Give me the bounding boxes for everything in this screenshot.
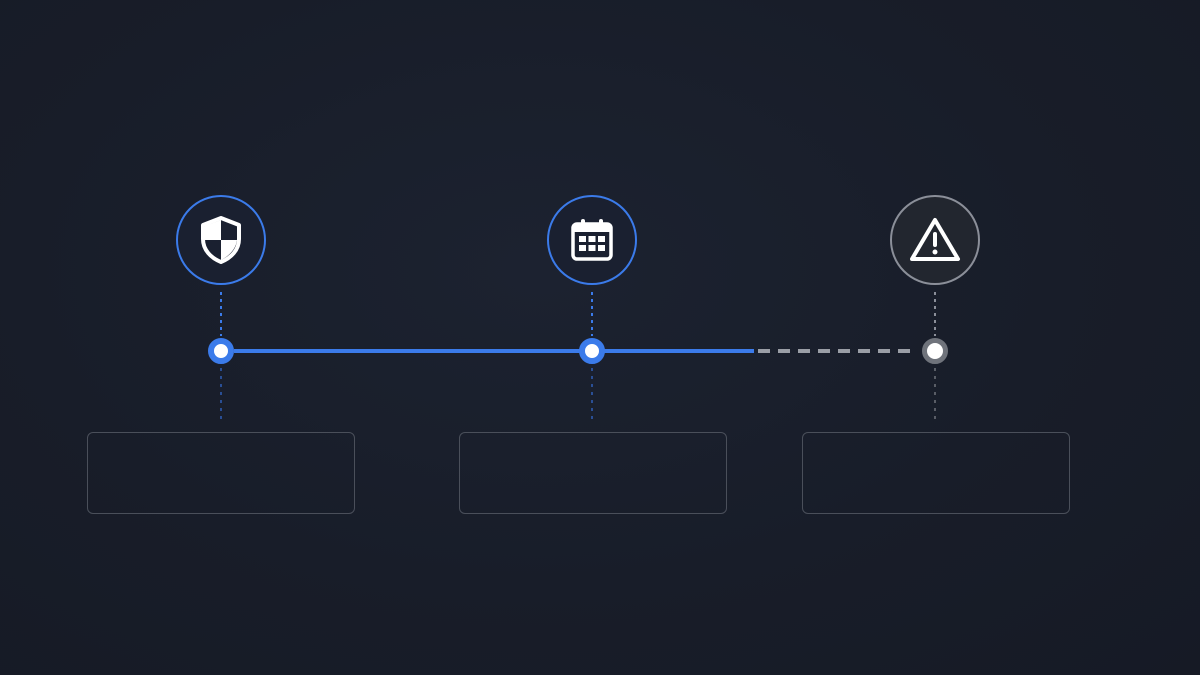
step-1-node xyxy=(208,338,234,364)
calendar-icon xyxy=(569,217,615,263)
step-3-icon-badge xyxy=(890,195,980,285)
step-3-card xyxy=(802,432,1070,514)
step-2-card xyxy=(459,432,727,514)
step-1-card xyxy=(87,432,355,514)
step-3-node xyxy=(922,338,948,364)
step-2-node xyxy=(579,338,605,364)
shield-icon xyxy=(198,215,244,265)
warning-icon xyxy=(908,216,962,264)
step-1-icon-badge xyxy=(176,195,266,285)
step-2-icon-badge xyxy=(547,195,637,285)
